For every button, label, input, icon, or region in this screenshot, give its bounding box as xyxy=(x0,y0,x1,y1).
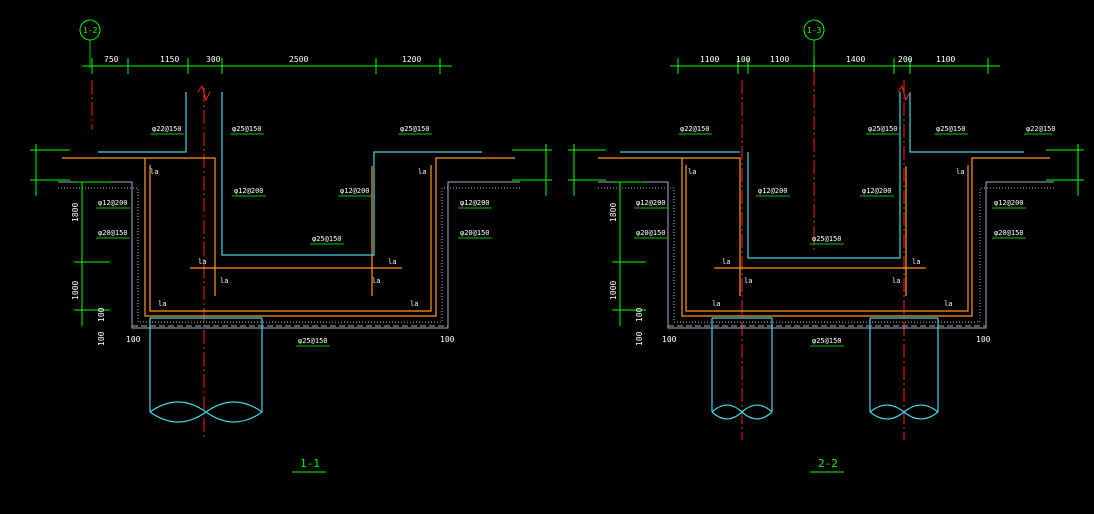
rebar-label: φ25@150 xyxy=(312,235,342,243)
side-dim-text: 1800 xyxy=(609,203,618,222)
rebar-label: φ25@150 xyxy=(936,125,966,133)
side-dim-text: 100 xyxy=(635,307,644,322)
rebar-label: φ20@150 xyxy=(460,229,490,237)
rebar-label: φ12@200 xyxy=(636,199,666,207)
la-label: la xyxy=(688,168,696,176)
side-dim-text: 100 xyxy=(97,307,106,322)
dim-text: 300 xyxy=(206,55,221,64)
la-label: la xyxy=(892,277,900,285)
left-dimension-chain: 1800 1000 100 100 100 100 xyxy=(30,144,552,346)
top-dimension-chain: 1100 100 1100 1400 200 1100 xyxy=(670,55,1000,74)
rebar-label: φ20@150 xyxy=(98,229,128,237)
section-title: 1-1 xyxy=(300,457,320,470)
side-dim-text: 100 xyxy=(662,335,677,344)
dim-text: 1100 xyxy=(936,55,955,64)
la-label: la xyxy=(388,258,396,266)
piles xyxy=(711,317,939,420)
dim-text: 1150 xyxy=(160,55,179,64)
la-label: la xyxy=(722,258,730,266)
rebar-label: φ25@150 xyxy=(232,125,262,133)
left-dimension-chain: 1800 1000 100 100 100 100 xyxy=(568,144,1084,346)
la-label: la xyxy=(410,300,418,308)
axis-bubble-label: 1-3 xyxy=(807,26,822,35)
dim-text: 2500 xyxy=(289,55,308,64)
rebar-label: φ22@150 xyxy=(1026,125,1056,133)
axis-bubble-label: 1-2 xyxy=(83,26,98,35)
side-dim-text: 100 xyxy=(126,335,141,344)
la-label: la xyxy=(220,277,228,285)
inner-rebar xyxy=(598,157,1050,317)
la-label: la xyxy=(944,300,952,308)
dim-text: 1400 xyxy=(846,55,865,64)
inner-rebar xyxy=(62,157,515,317)
top-dimension-chain: 750 1150 300 2500 1200 xyxy=(82,55,452,74)
la-label: la xyxy=(158,300,166,308)
anchorage-markers: la la la la la la la la xyxy=(150,168,426,308)
rebar-label: φ25@150 xyxy=(868,125,898,133)
rebar-label: φ20@150 xyxy=(994,229,1024,237)
rebar-label: φ12@200 xyxy=(98,199,128,207)
tank-wall xyxy=(598,181,1054,329)
rebar-label: φ12@200 xyxy=(460,199,490,207)
side-dim-text: 1000 xyxy=(609,281,618,300)
side-dim-text: 100 xyxy=(97,331,106,346)
side-dim-text: 1800 xyxy=(71,203,80,222)
rebar-label: φ25@150 xyxy=(812,337,842,345)
piles xyxy=(149,317,263,423)
side-dim-text: 1000 xyxy=(71,281,80,300)
side-dim-text: 100 xyxy=(635,331,644,346)
la-label: la xyxy=(150,168,158,176)
rebar-label: φ12@200 xyxy=(862,187,892,195)
column-rebar xyxy=(98,84,482,256)
rebar-label: φ22@150 xyxy=(680,125,710,133)
section-title: 2-2 xyxy=(818,457,838,470)
column-rebar xyxy=(620,84,1024,259)
dim-text: 1100 xyxy=(700,55,719,64)
rebar-label: φ12@200 xyxy=(758,187,788,195)
rebar-label: φ25@150 xyxy=(400,125,430,133)
rebar-label: φ12@200 xyxy=(994,199,1024,207)
la-label: la xyxy=(372,277,380,285)
rebar-label: φ25@150 xyxy=(298,337,328,345)
la-label: la xyxy=(198,258,206,266)
side-dim-text: 100 xyxy=(976,335,991,344)
rebar-callouts: φ22@150 φ25@150 φ25@150 φ22@150 φ12@200 … xyxy=(634,125,1056,347)
section-1-1: 1-2 750 1150 300 2500 1200 xyxy=(30,19,552,473)
rebar-callouts: φ22@150 φ25@150 φ25@150 φ12@200 φ12@200 … xyxy=(96,125,492,347)
dim-text: 100 xyxy=(736,55,751,64)
section-2-2: 1-3 1100 100 1100 1400 200 1100 xyxy=(568,19,1084,473)
la-label: la xyxy=(956,168,964,176)
anchorage-markers: la la la la la la la la xyxy=(688,168,964,308)
dim-text: 750 xyxy=(104,55,119,64)
rebar-label: φ12@200 xyxy=(234,187,264,195)
la-label: la xyxy=(744,277,752,285)
dim-text: 200 xyxy=(898,55,913,64)
la-label: la xyxy=(712,300,720,308)
dim-text: 1100 xyxy=(770,55,789,64)
rebar-label: φ22@150 xyxy=(152,125,182,133)
side-dim-text: 100 xyxy=(440,335,455,344)
rebar-label: φ25@150 xyxy=(812,235,842,243)
rebar-label: φ12@200 xyxy=(340,187,370,195)
rebar-label: φ20@150 xyxy=(636,229,666,237)
la-label: la xyxy=(912,258,920,266)
dim-text: 1200 xyxy=(402,55,421,64)
tank-wall xyxy=(58,181,520,329)
la-label: la xyxy=(418,168,426,176)
